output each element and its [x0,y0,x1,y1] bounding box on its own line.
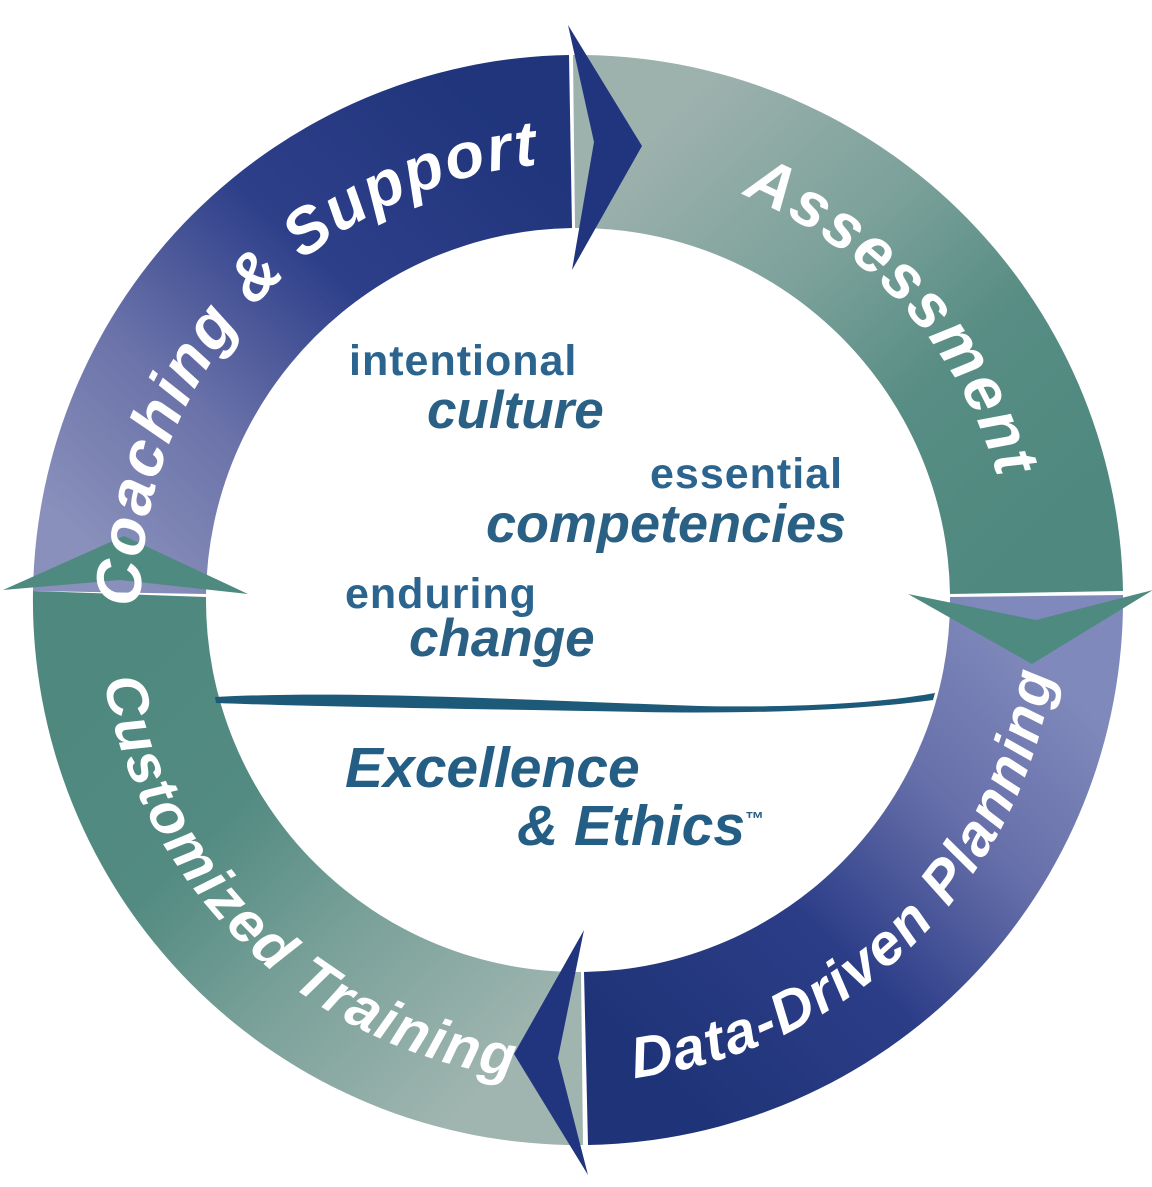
arc-data-driven-planning [584,595,1124,1145]
trademark-symbol: ™ [745,809,765,830]
coaching-support-arrowhead-icon [568,25,642,270]
center-word-essential: essential [650,450,844,498]
center-divider-line [215,693,935,713]
center-word-intentional: intentional [349,337,578,385]
brand-excellence: Excellence [345,736,640,800]
arc-assessment [573,54,1123,594]
center-word-change: change [409,609,595,668]
assessment-arrowhead-icon [908,590,1152,664]
brand-ethics: & Ethics™ [517,798,764,855]
data-driven-planning-arrowhead-icon [514,930,588,1175]
brand-ethics-text: & Ethics [517,794,746,858]
center-word-culture: culture [427,381,604,440]
center-word-enduring: enduring [345,570,537,618]
arc-coaching-support [33,55,572,594]
arc-customized-training [32,591,584,1146]
customized-training-arrowhead-icon [3,536,248,594]
center-word-competencies: competencies [486,494,847,554]
